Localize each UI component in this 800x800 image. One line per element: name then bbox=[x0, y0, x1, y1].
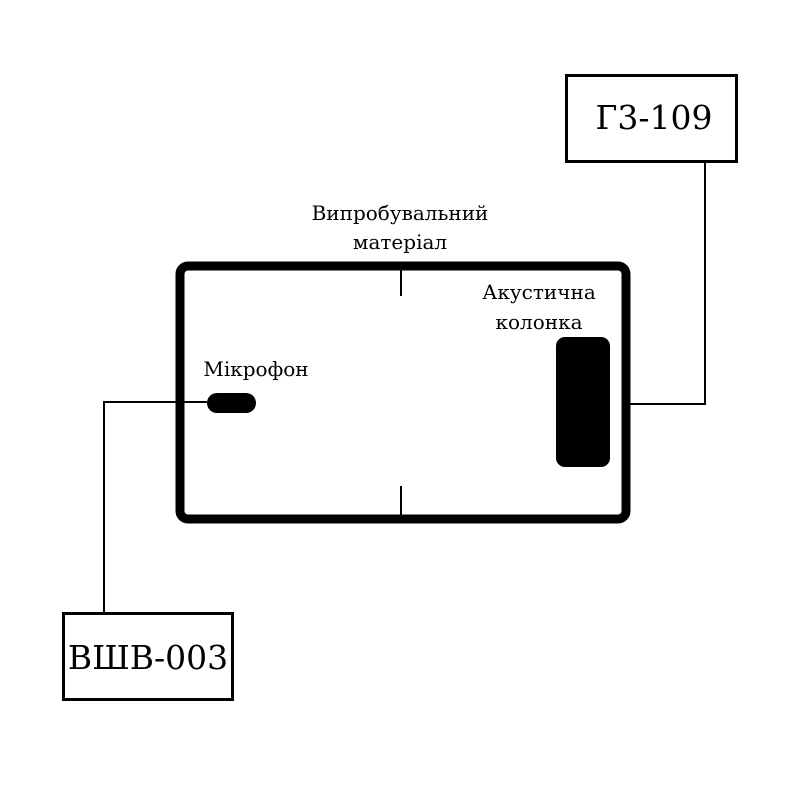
chamber-frame bbox=[175, 261, 631, 524]
microphone-label: Мікрофон bbox=[203, 357, 308, 381]
speaker-label-line1: Акустична bbox=[482, 280, 596, 304]
microphone-voltmeter-cable bbox=[103, 401, 207, 614]
test-material-label-line1: Випробувальний bbox=[312, 201, 489, 225]
generator-label: Г3-109 bbox=[596, 98, 713, 137]
generator-block: Г3-109 bbox=[565, 74, 738, 163]
generator-box bbox=[565, 74, 738, 163]
acoustic-speaker bbox=[556, 337, 610, 467]
voltmeter-label: ВШВ-003 bbox=[68, 638, 228, 677]
voltmeter-block: ВШВ-003 bbox=[62, 612, 234, 701]
speaker-label-line2: колонка bbox=[495, 310, 582, 334]
test-chamber bbox=[175, 261, 631, 524]
microphone bbox=[207, 393, 256, 413]
generator-speaker-cable bbox=[609, 161, 706, 405]
test-material-label-line2: матеріал bbox=[353, 230, 447, 254]
voltmeter-box bbox=[62, 612, 234, 701]
